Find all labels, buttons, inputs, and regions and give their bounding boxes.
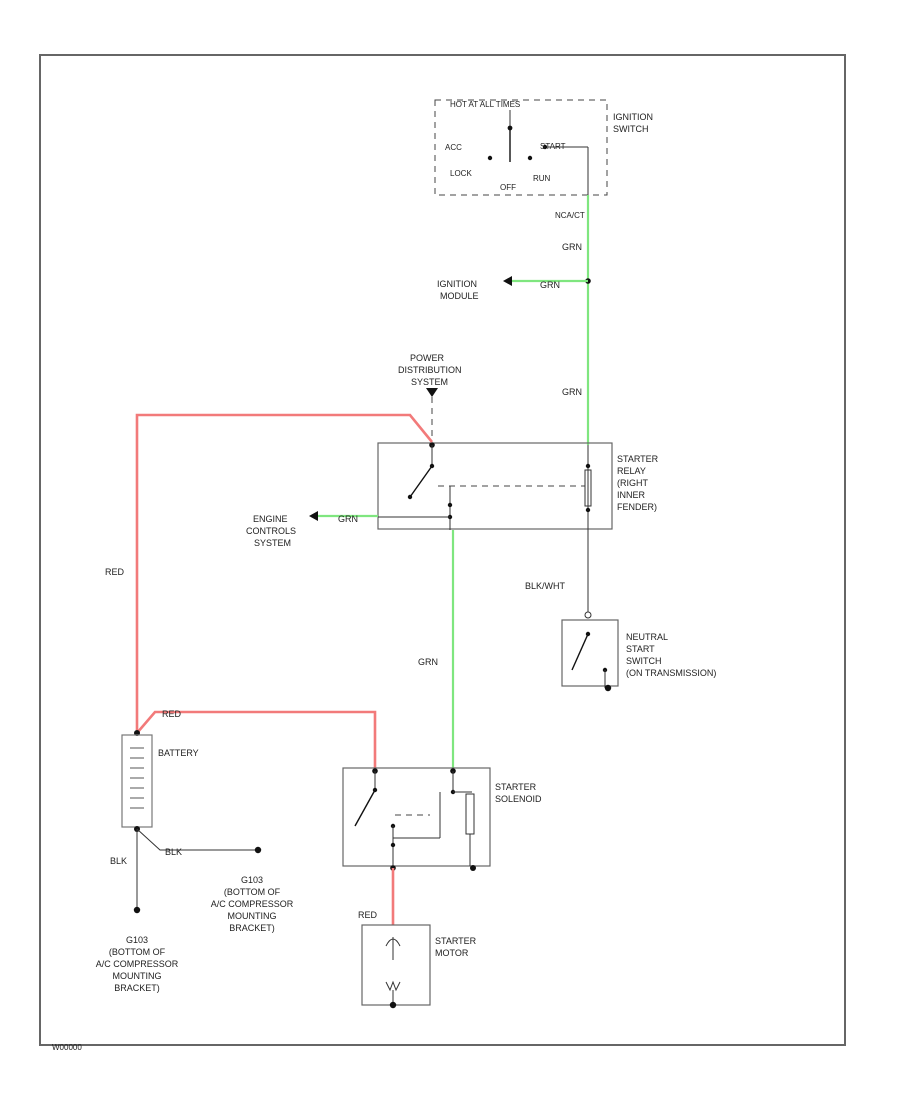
diagram-frame: [39, 54, 846, 1046]
wire-red-battery-to-relay: [135, 413, 434, 730]
ground-left-line2: (BOTTOM OF: [109, 947, 166, 957]
ignition-connector-label: NCA/CT: [555, 211, 585, 220]
neutral-switch-line1: NEUTRAL: [626, 632, 668, 642]
wire-label-grn-3: GRN: [418, 657, 438, 667]
ignition-module-line2: MODULE: [440, 291, 479, 301]
ground-left-line5: BRACKET): [114, 983, 160, 993]
engine-controls-line2: CONTROLS: [246, 526, 296, 536]
wire-blk-battery-to-g103: [136, 828, 258, 851]
engine-controls-branch: GRN ENGINE CONTROLS SYSTEM: [246, 511, 378, 548]
power-distribution-line1: POWER: [410, 353, 445, 363]
wire-label-red-3: RED: [358, 910, 378, 920]
starter-relay-line5: FENDER): [617, 502, 657, 512]
ground-g103-right: G103 (BOTTOM OF A/C COMPRESSOR MOUNTING …: [211, 875, 294, 933]
ignition-switch-name-line1: IGNITION: [613, 112, 653, 122]
ground-right-line4: MOUNTING: [228, 911, 277, 921]
solenoid-line1: STARTER: [495, 782, 537, 792]
ignition-pos-lock: LOCK: [450, 169, 472, 178]
neutral-switch-line3: SWITCH: [626, 656, 662, 666]
wire-label-red-1: RED: [105, 567, 125, 577]
starter-motor-box: [361, 924, 431, 1006]
ignition-pos-off: OFF: [500, 183, 516, 192]
ignition-pos-run: RUN: [533, 174, 551, 183]
wire-label-grn-module: GRN: [540, 280, 560, 290]
wire-label-blk-2: BLK: [165, 847, 182, 857]
power-distribution-line3: SYSTEM: [411, 377, 448, 387]
starter-relay-line1: STARTER: [617, 454, 659, 464]
battery: BATTERY: [121, 730, 199, 832]
battery-label: BATTERY: [158, 748, 199, 758]
solenoid-line2: SOLENOID: [495, 794, 542, 804]
starter-relay: STARTER RELAY (RIGHT INNER FENDER): [377, 442, 659, 530]
wire-red-battery-to-solenoid: [136, 710, 377, 770]
engine-controls-line1: ENGINE: [253, 514, 288, 524]
starter-relay-line2: RELAY: [617, 466, 646, 476]
ignition-pos-acc: ACC: [445, 143, 462, 152]
ground-right-line3: A/C COMPRESSOR: [211, 899, 294, 909]
neutral-switch-line4: (ON TRANSMISSION): [626, 668, 716, 678]
ground-left-line1: G103: [126, 935, 148, 945]
ignition-switch-name-line2: SWITCH: [613, 124, 649, 134]
neutral-start-switch: NEUTRAL START SWITCH (ON TRANSMISSION): [561, 611, 716, 692]
wire-label-blk-1: BLK: [110, 856, 127, 866]
wire-label-grn-engine: GRN: [338, 514, 358, 524]
diagram-footer-code: W00000: [52, 1043, 82, 1052]
neutral-switch-line2: START: [626, 644, 655, 654]
ignition-switch-header: HOT AT ALL TIMES: [450, 100, 520, 109]
neutral-start-switch-box: [561, 619, 619, 687]
ground-right-line5: BRACKET): [229, 923, 275, 933]
starter-solenoid: STARTER SOLENOID: [342, 767, 542, 871]
ground-g103-left: G103 (BOTTOM OF A/C COMPRESSOR MOUNTING …: [96, 935, 179, 993]
engine-controls-line3: SYSTEM: [254, 538, 291, 548]
battery-body: [121, 734, 153, 828]
starter-relay-line4: INNER: [617, 490, 646, 500]
ground-right-line1: G103: [241, 875, 263, 885]
starter-relay-line3: (RIGHT: [617, 478, 648, 488]
ground-right-line2: (BOTTOM OF: [224, 887, 281, 897]
wire-label-grn-1: GRN: [562, 242, 582, 252]
power-distribution: POWER DISTRIBUTION SYSTEM: [398, 353, 462, 440]
wire-label-grn-2: GRN: [562, 387, 582, 397]
motor-line1: STARTER: [435, 936, 477, 946]
starter-solenoid-box: [342, 767, 491, 867]
power-distribution-line2: DISTRIBUTION: [398, 365, 462, 375]
ground-left-line4: MOUNTING: [113, 971, 162, 981]
ignition-module-branch: GRN IGNITION MODULE: [437, 276, 591, 301]
ground-left-line3: A/C COMPRESSOR: [96, 959, 179, 969]
starter-relay-box: [377, 442, 613, 530]
motor-line2: MOTOR: [435, 948, 469, 958]
wire-label-red-2: RED: [162, 709, 182, 719]
ignition-switch-box: [434, 99, 608, 196]
ignition-module-line1: IGNITION: [437, 279, 477, 289]
wire-label-blk-wht: BLK/WHT: [525, 581, 566, 591]
ignition-switch: HOT AT ALL TIMES ACC LOCK START RUN OFF …: [434, 99, 653, 220]
starter-motor: STARTER MOTOR: [361, 924, 477, 1009]
